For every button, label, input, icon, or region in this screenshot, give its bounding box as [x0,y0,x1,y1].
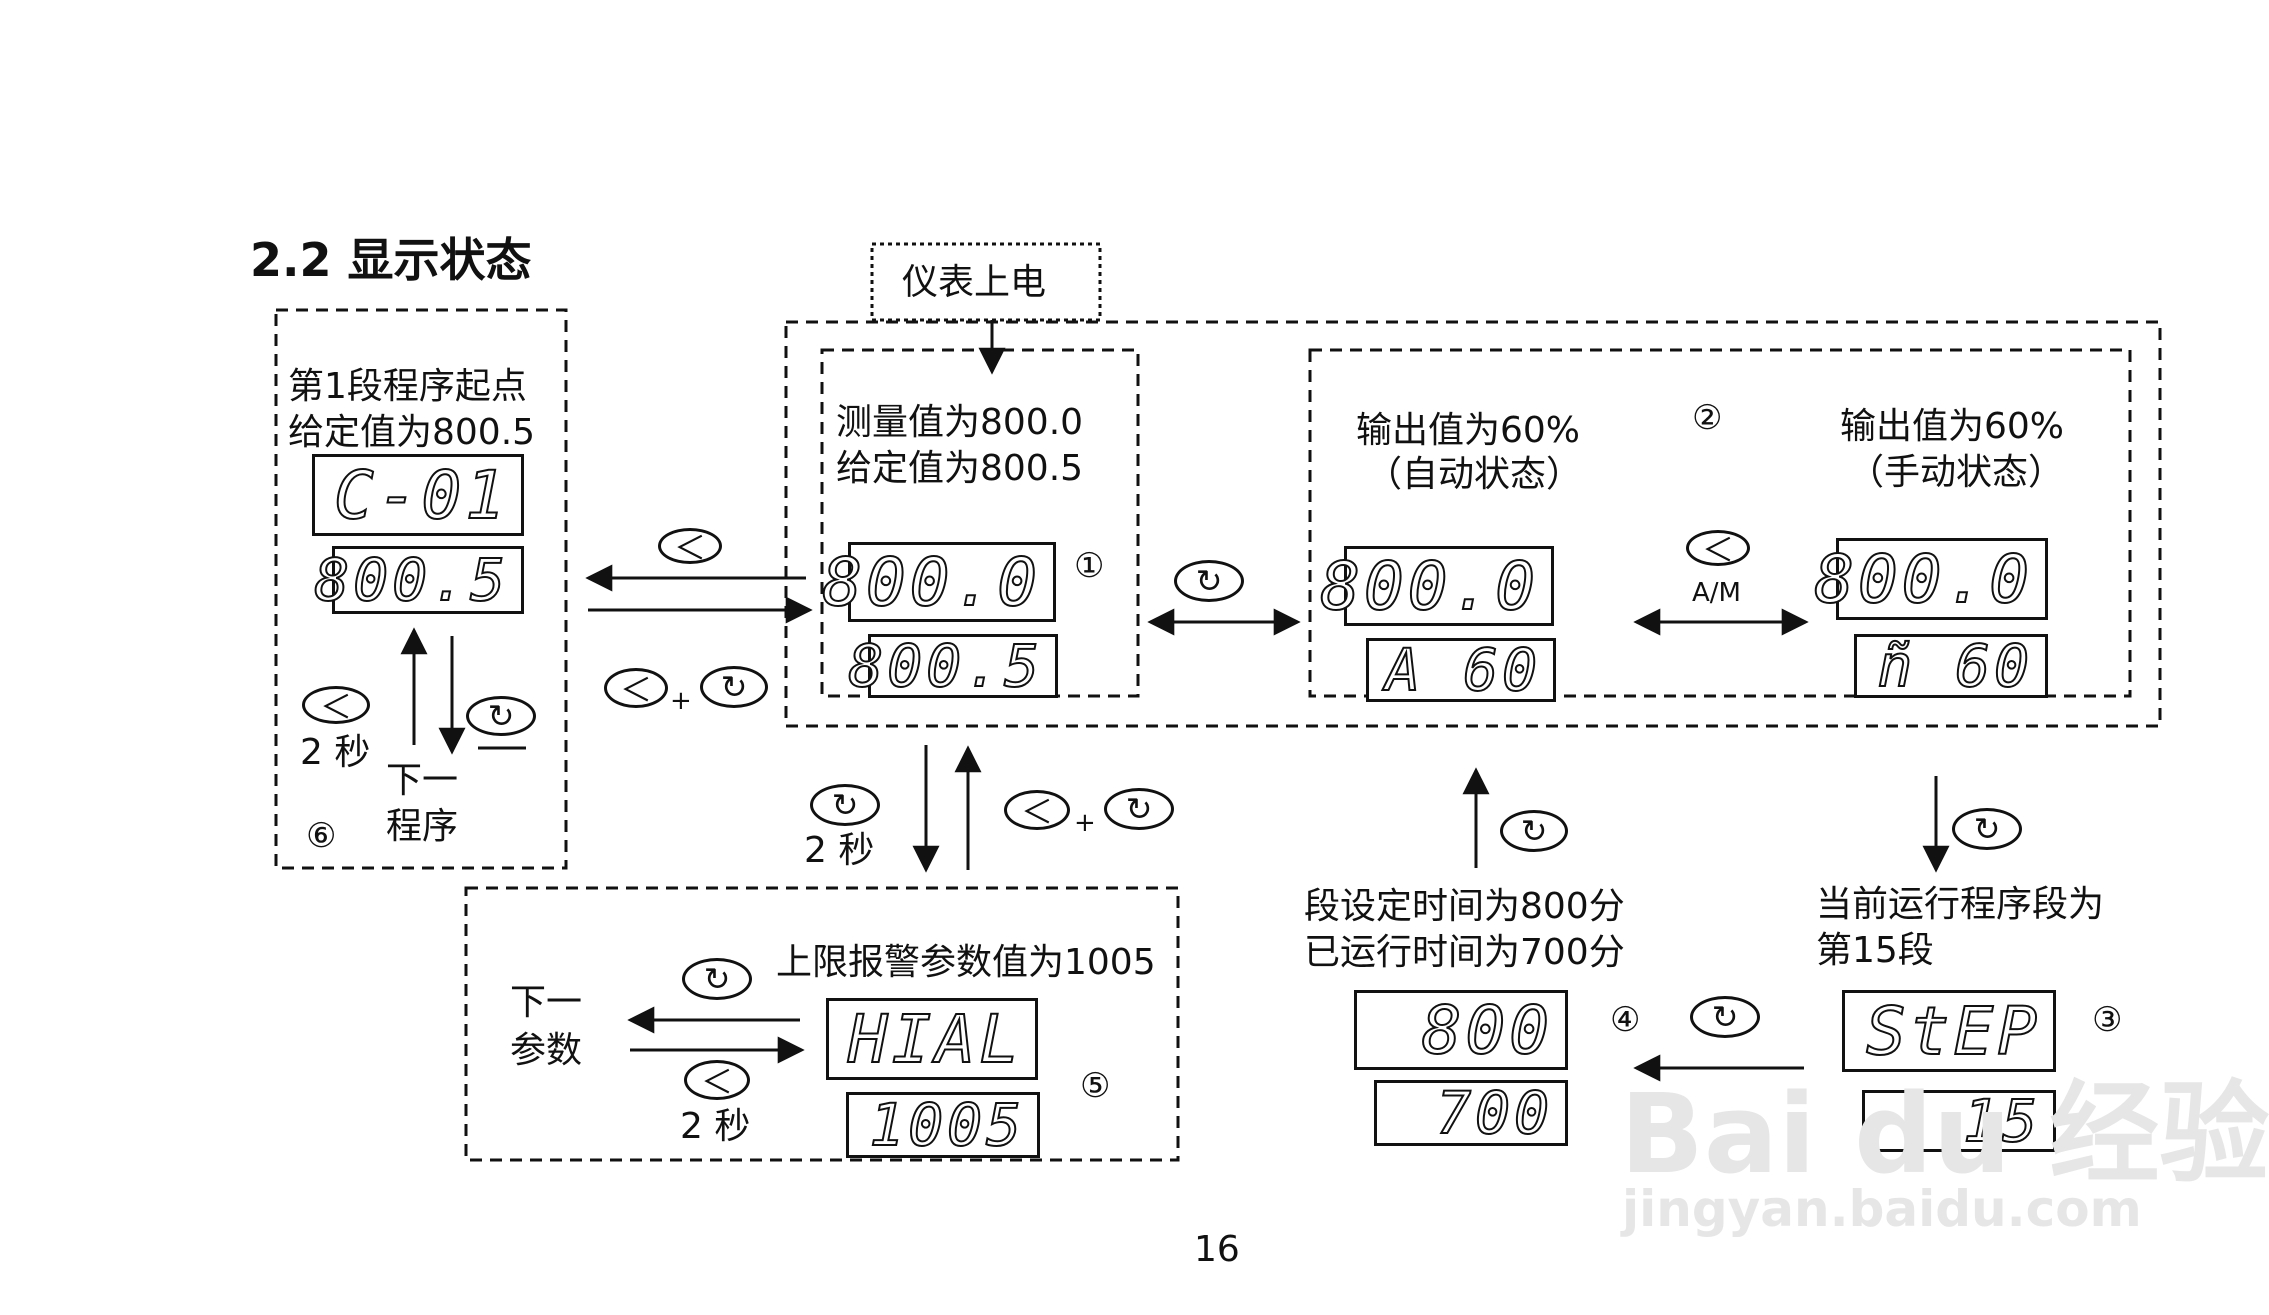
state2-auto-lcd-top: 800.0 [1319,546,1554,626]
state6-number: ⑥ [306,816,337,856]
state2-auto-line1: 输出值为60% [1356,410,1581,451]
state5-lcd-top: HIAL [826,998,1038,1080]
power-on-label: 仪表上电 [902,262,1047,303]
two-second-label: 2 秒 [804,830,875,871]
state1-lcd-top: 800.0 [821,542,1056,622]
state4-number: ④ [1610,1000,1641,1040]
state1-number: ① [1074,546,1105,586]
state5-next-line1: 下一 [510,982,583,1023]
state6-key-label: 2 秒 [300,732,371,773]
shift-key-icon: ＜ [1686,530,1750,569]
frame-power-on [870,242,1102,322]
state6-lcd-top: C-01 [312,454,524,536]
watermark-brand: Bai du 经验 [1620,1070,2269,1198]
state3-lcd-bottom: 15 [1862,1086,2056,1156]
shift-key-icon: ＜ [302,686,370,726]
am-label: A/M [1692,578,1741,608]
shift-key-icon: ＜ [604,668,668,709]
state2-manual-line2: （手动状态） [1848,452,2065,493]
frame-state6 [274,308,568,870]
frame-main-group [784,320,2162,728]
cycle-key-icon: ↻ [1104,788,1174,830]
state3-caption-line2: 第15段 [1816,930,1934,971]
state2-manual-lcd-bottom: ñ 60 [1854,631,2048,701]
state5-caption: 上限报警参数值为1005 [776,942,1156,983]
shift-key-icon: ＜ [684,1060,750,1101]
state6-caption-line1: 第1段程序起点 [288,366,527,407]
shift-key-icon: ＜ [658,528,722,567]
state4-caption-line2: 已运行时间为700分 [1304,932,1625,973]
state3-caption-line1: 当前运行程序段为 [1816,884,2105,925]
page-number: 16 [1194,1229,1240,1270]
state2-number: ② [1692,398,1723,438]
cycle-key-icon: ↻ [1174,560,1244,602]
watermark-url: jingyan.baidu.com [1622,1180,2142,1238]
cycle-key-icon: ↻ [810,784,880,826]
state2-manual-line1: 输出值为60% [1840,406,2065,447]
state2-auto-lcd-bottom: A 60 [1366,635,1556,705]
cycle-key-icon: ↻ [466,696,536,736]
state5-lcd-bottom: 1005 [846,1090,1040,1160]
cycle-key-icon: ↻ [682,958,752,1000]
state3-lcd-top: StEP [1842,990,2056,1072]
state4-caption-line1: 段设定时间为800分 [1304,886,1625,927]
state4-lcd-bottom: 700 [1374,1078,1568,1148]
section-title: 2.2 显示状态 [250,233,532,287]
plus-sign: + [670,686,692,716]
state3-number: ③ [2092,1000,2123,1040]
frame-state2 [1308,348,2132,698]
state6-next-line1: 下一 [386,760,459,801]
state5-key-label: 2 秒 [680,1106,751,1147]
state4-lcd-top: 800 [1354,990,1568,1070]
plus-sign: + [1074,808,1096,838]
state5-next-line2: 参数 [510,1030,583,1071]
frame-state5 [464,886,1180,1162]
state6-caption-line2: 给定值为800.5 [288,412,536,453]
cycle-key-icon: ↻ [1500,810,1568,852]
state6-lcd-bottom: 800.5 [313,545,524,615]
cycle-key-icon: ↻ [1952,808,2022,850]
state1-lcd-bottom: 800.5 [847,631,1058,701]
state2-auto-line2: （自动状态） [1366,454,1583,495]
cycle-key-icon: ↻ [700,666,768,708]
state1-caption-line1: 测量值为800.0 [836,402,1084,443]
state6-next-line2: 程序 [386,806,459,847]
state2-manual-lcd-top: 800.0 [1813,538,2048,620]
cycle-key-icon: ↻ [1690,996,1760,1038]
state1-caption-line2: 给定值为800.5 [836,448,1084,489]
shift-key-icon: ＜ [1004,790,1070,831]
state5-number: ⑤ [1080,1066,1111,1106]
